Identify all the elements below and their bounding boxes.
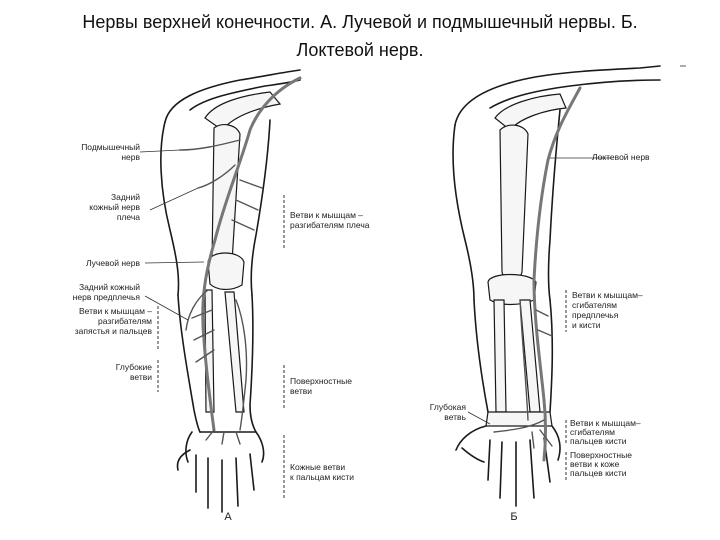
label-superficial-skin-branches-1: Поверхностные <box>570 450 632 460</box>
label-superficial-branches-a-1: Поверхностные <box>290 376 352 386</box>
label-extensor-wrist-branches-1: Ветви к мышцам – <box>79 306 152 316</box>
figure-a-leaders <box>139 149 285 500</box>
label-posterior-cutaneous-arm-1: Задний <box>111 192 140 202</box>
figure-b-leaders <box>467 157 612 480</box>
figure-b-fingers <box>461 437 551 507</box>
label-cutaneous-finger-branches-2: к пальцам кисти <box>290 472 354 482</box>
figure-a-letter: А <box>224 511 232 523</box>
label-superficial-branches-a-2: ветви <box>290 386 312 396</box>
label-flexor-forearm-branches-2: сгибателям <box>572 300 617 310</box>
label-extensor-arm-branches-1: Ветви к мышцам – <box>290 210 363 220</box>
figure-b-arm <box>452 65 661 507</box>
slide-title: Нервы верхней конечности. А. Лучевой и п… <box>40 8 680 64</box>
label-flexor-forearm-branches-1: Ветви к мышцам– <box>572 290 643 300</box>
label-flexor-forearm-branches-4: и кисти <box>572 320 601 330</box>
label-radial-nerve: Лучевой нерв <box>86 258 140 268</box>
label-extensor-wrist-branches-2: разгибателям <box>98 316 152 326</box>
label-posterior-cutaneous-arm-3: плеча <box>117 212 140 222</box>
label-flexor-finger-branches-1: Ветви к мышцам– <box>570 418 641 428</box>
label-deep-branches-2: ветви <box>130 372 152 382</box>
label-flexor-finger-branches-3: пальцев кисти <box>570 436 627 446</box>
title-line-2: Локтевой нерв. <box>296 40 424 60</box>
label-deep-branches-1: Глубокие <box>116 362 152 372</box>
title-line-1: Нервы верхней конечности. А. Лучевой и п… <box>82 12 638 32</box>
figure-b-letter: Б <box>510 511 517 523</box>
label-posterior-cutaneous-forearm-2: нерв предплечья <box>73 292 141 302</box>
label-ulnar-nerve: Локтевой нерв <box>592 152 650 162</box>
label-deep-branch-b-2: ветвь <box>444 412 466 422</box>
label-superficial-skin-branches-3: пальцев кисти <box>570 468 627 478</box>
label-axillary-nerve-2: нерв <box>121 152 140 162</box>
label-flexor-forearm-branches-3: предплечья <box>572 310 619 320</box>
label-deep-branch-b-1: Глубокая <box>430 402 467 412</box>
figure-a-labels-right: Ветви к мышцам – разгибателям плеча Пове… <box>224 210 369 523</box>
label-extensor-arm-branches-2: разгибателям плеча <box>290 220 370 230</box>
label-posterior-cutaneous-arm-2: кожный нерв <box>89 202 140 212</box>
label-cutaneous-finger-branches-1: Кожные ветви <box>290 462 345 472</box>
label-posterior-cutaneous-forearm-1: Задний кожный <box>79 282 140 292</box>
figure-a-arm <box>160 69 302 513</box>
figure-a-labels-left: Подмышечный нерв Задний кожный нерв плеч… <box>73 142 153 382</box>
figure-a-fingers <box>176 449 255 513</box>
label-extensor-wrist-branches-3: запястья и пальцев <box>75 326 153 336</box>
label-axillary-nerve-1: Подмышечный <box>81 142 140 152</box>
figure-b-labels: Локтевой нерв Ветви к мышцам– сгибателям… <box>430 152 650 523</box>
label-superficial-skin-branches-2: ветви к коже <box>570 459 620 469</box>
label-flexor-finger-branches-2: сгибателям <box>570 427 615 437</box>
